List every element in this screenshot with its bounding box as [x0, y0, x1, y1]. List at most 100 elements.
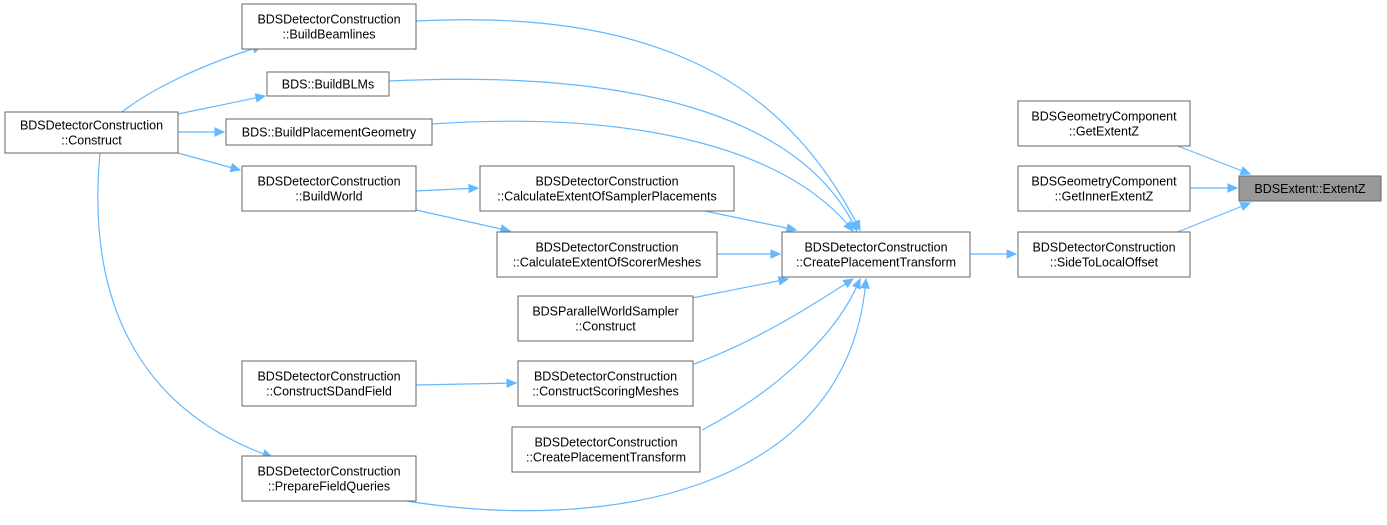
node-box[interactable]: [479, 165, 735, 212]
edge-bds-buildplacementgeometry-to-detcon-createplacementtransform-main: [431, 120, 854, 232]
node-label-line: BDSParallelWorldSampler: [532, 305, 678, 319]
edge-line: [701, 278, 861, 431]
node-detcon-constructscoringmeshes[interactable]: BDSDetectorConstruction::ConstructScorin…: [517, 360, 694, 407]
arrow-head-icon: [860, 277, 870, 289]
node-box[interactable]: [517, 295, 694, 342]
node-box[interactable]: [1017, 100, 1191, 147]
edge-line: [691, 278, 789, 299]
node-label-line: ::PrepareFieldQueries: [268, 480, 390, 494]
node-label-line: ::BuildWorld: [295, 190, 362, 204]
node-label-line: ::CreatePlacementTransform: [796, 256, 956, 270]
arrow-head-icon: [1006, 249, 1018, 259]
node-box[interactable]: [241, 3, 417, 50]
node-detcon-createplacementtransform-2[interactable]: BDSDetectorConstruction::CreatePlacement…: [511, 426, 701, 473]
edge-line: [415, 209, 511, 232]
node-detcon-createplacementtransform-main[interactable]: BDSDetectorConstruction::CreatePlacement…: [781, 231, 971, 278]
node-label-line: ::BuildBeamlines: [282, 28, 375, 42]
node-label-line: BDSGeometryComponent: [1031, 110, 1177, 124]
arrow-head-icon: [777, 276, 790, 286]
node-box[interactable]: [1017, 231, 1191, 278]
edge-line: [388, 78, 858, 232]
node-label-line: ::CreatePlacementTransform: [526, 451, 686, 465]
node-box[interactable]: [266, 71, 390, 97]
node-detcon-preparefieldqueries[interactable]: BDSDetectorConstruction::PrepareFieldQue…: [241, 455, 417, 502]
edge-parallelworldsampler-construct-to-detcon-createplacementtransform-main: [691, 276, 790, 299]
edge-line: [704, 210, 797, 231]
node-label-line: BDSDetectorConstruction: [534, 370, 677, 384]
node-label-line: BDSDetectorConstruction: [535, 175, 678, 189]
node-box[interactable]: [4, 111, 179, 154]
node-box[interactable]: [511, 426, 701, 473]
edge-detcon-constructsdandfield-to-detcon-constructscoringmeshes: [415, 378, 518, 388]
edge-detcon-construct-to-detcon-buildbeamlines: [121, 44, 264, 113]
edge-line: [399, 278, 867, 512]
node-label-line: BDS::BuildPlacementGeometry: [242, 126, 417, 140]
edge-line: [121, 45, 263, 113]
node-label-line: BDSExtent::ExtentZ: [1254, 182, 1366, 196]
node-label-line: ::ConstructScoringMeshes: [532, 385, 679, 399]
node-label-line: BDSDetectorConstruction: [535, 241, 678, 255]
node-box[interactable]: [1017, 165, 1191, 212]
node-detcon-calculateextentofscorermeshes[interactable]: BDSDetectorConstruction::CalculateExtent…: [496, 231, 718, 278]
edge-detcon-createplacementtransform-main-to-detcon-sidetolocaloffset: [970, 249, 1018, 259]
arrow-head-icon: [770, 249, 782, 259]
arrow-head-icon: [785, 223, 798, 233]
node-label-line: BDSDetectorConstruction: [804, 241, 947, 255]
node-label-line: ::Construct: [61, 134, 122, 148]
node-label-line: BDSDetectorConstruction: [20, 119, 163, 133]
edge-line: [415, 382, 517, 386]
node-box[interactable]: [241, 455, 417, 502]
node-label-line: BDSDetectorConstruction: [257, 370, 400, 384]
edge-detcon-calculateextentofsamplerplacements-to-detcon-createplacementtransform-main: [704, 210, 798, 233]
node-label-line: ::ConstructSDandField: [266, 385, 392, 399]
node-box[interactable]: [1238, 175, 1382, 202]
node-box[interactable]: [225, 118, 433, 146]
edge-geom-component-getinnerextentz-to-bds-extent-extentz: [1190, 183, 1239, 193]
edge-line: [415, 187, 479, 192]
edge-detcon-constructscoringmeshes-to-detcon-createplacementtransform-main: [693, 278, 855, 365]
node-box[interactable]: [241, 165, 417, 212]
edge-detcon-construct-to-bds-buildblms: [177, 93, 267, 115]
node-detcon-sidetolocaloffset[interactable]: BDSDetectorConstruction::SideToLocalOffs…: [1017, 231, 1191, 278]
node-label-line: ::CalculateExtentOfSamplerPlacements: [497, 190, 717, 204]
arrow-head-icon: [1227, 183, 1239, 193]
arrow-head-icon: [254, 93, 267, 103]
edge-line: [177, 95, 266, 115]
arrow-head-icon: [842, 278, 855, 289]
node-label-line: ::GetExtentZ: [1069, 125, 1140, 139]
node-geom-component-getinnerextentz[interactable]: BDSGeometryComponent::GetInnerExtentZ: [1017, 165, 1191, 212]
edge-line: [1169, 202, 1251, 236]
node-label-line: BDSDetectorConstruction: [534, 436, 677, 450]
edge-line: [177, 152, 241, 171]
node-geom-component-getextentz[interactable]: BDSGeometryComponent::GetExtentZ: [1017, 100, 1191, 147]
edge-detcon-construct-to-bds-buildplacementgeometry: [178, 127, 226, 137]
node-label-line: ::Construct: [575, 320, 636, 334]
edge-bds-buildblms-to-detcon-createplacementtransform-main: [388, 78, 858, 233]
node-parallelworldsampler-construct[interactable]: BDSParallelWorldSampler::Construct: [517, 295, 694, 342]
node-label-line: ::CalculateExtentOfScorerMeshes: [513, 256, 701, 270]
node-bds-extent-extentz[interactable]: BDSExtent::ExtentZ: [1238, 175, 1382, 202]
node-bds-buildblms[interactable]: BDS::BuildBLMs: [266, 71, 390, 97]
arrow-head-icon: [506, 378, 518, 388]
node-box[interactable]: [241, 360, 417, 407]
node-box[interactable]: [517, 360, 694, 407]
arrow-head-icon: [1239, 166, 1252, 176]
node-detcon-construct[interactable]: BDSDetectorConstruction::Construct: [4, 111, 179, 154]
node-detcon-calculateextentofsamplerplacements[interactable]: BDSDetectorConstruction::CalculateExtent…: [479, 165, 735, 212]
node-detcon-constructsdandfield[interactable]: BDSDetectorConstruction::ConstructSDandF…: [241, 360, 417, 407]
arrow-head-icon: [229, 162, 242, 173]
node-bds-buildplacementgeometry[interactable]: BDS::BuildPlacementGeometry: [225, 118, 433, 146]
arrow-head-icon: [468, 183, 480, 194]
edge-detcon-createplacementtransform-2-to-detcon-createplacementtransform-main: [701, 277, 861, 431]
arrow-head-icon: [843, 220, 854, 232]
edge-line: [1169, 142, 1251, 175]
node-box[interactable]: [496, 231, 718, 278]
node-box[interactable]: [781, 231, 971, 278]
node-label-line: ::SideToLocalOffset: [1050, 256, 1159, 270]
node-detcon-buildbeamlines[interactable]: BDSDetectorConstruction::BuildBeamlines: [241, 3, 417, 50]
node-label-line: BDSDetectorConstruction: [1032, 241, 1175, 255]
arrow-head-icon: [1239, 202, 1252, 211]
node-detcon-buildworld[interactable]: BDSDetectorConstruction::BuildWorld: [241, 165, 417, 212]
edges-layer: [97, 19, 1252, 512]
